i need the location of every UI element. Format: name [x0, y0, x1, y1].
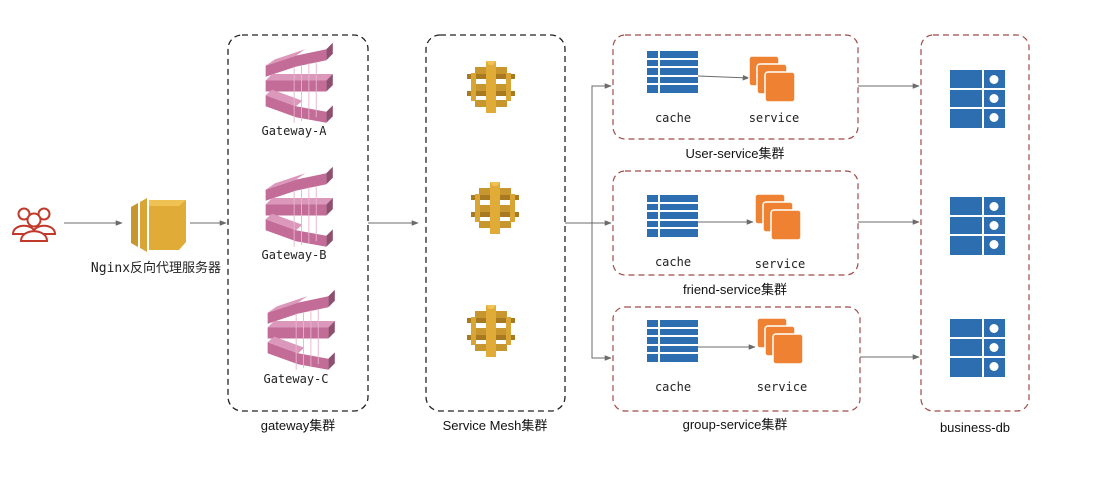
gateway-a-icon [265, 42, 334, 124]
service-mesh-icon-1 [467, 61, 515, 113]
cache-icon-1 [646, 50, 699, 94]
service-label-2: service [755, 257, 806, 271]
gateway-cluster-label: gateway集群 [261, 418, 335, 433]
service-icon-2 [754, 193, 802, 241]
group-service-cluster-box [612, 306, 861, 412]
user-service-cluster-box [612, 34, 859, 140]
cache-label-2: cache [655, 255, 691, 269]
cache-label-3: cache [655, 380, 691, 394]
gateway-c-icon [267, 289, 336, 371]
friend-service-cluster-box [612, 170, 859, 276]
service-icon-1 [748, 55, 796, 103]
cache-label-1: cache [655, 111, 691, 125]
cache-to-service-arrow-1 [697, 74, 750, 81]
service-label-3: service [757, 380, 808, 394]
database-icon-3 [949, 318, 1006, 378]
service-label-1: service [749, 111, 800, 125]
mesh-to-group-service-arrow [591, 223, 612, 361]
connectors [64, 74, 920, 361]
users-icon [12, 207, 56, 242]
user-service-cluster-label: User-service集群 [686, 146, 785, 161]
mesh-to-user-service-arrow [565, 83, 612, 224]
service-icon-3 [756, 317, 804, 365]
gateway-cluster-box [227, 34, 369, 412]
business-db-box [920, 34, 1030, 412]
group-service-cluster-label: group-service集群 [683, 417, 788, 432]
gateway-b-label: Gateway-B [261, 248, 326, 262]
friend-service-cluster-label: friend-service集群 [683, 282, 787, 297]
gateway-b-icon [265, 166, 334, 248]
service-mesh-icon-3 [467, 305, 515, 357]
gateway-c-label: Gateway-C [263, 372, 328, 386]
load-balancer-icon [131, 198, 186, 252]
gateway-a-label: Gateway-A [261, 124, 327, 138]
nginx-label: Nginx反向代理服务器 [91, 260, 221, 276]
database-icon-2 [949, 196, 1006, 256]
cache-icon-2 [646, 194, 699, 238]
business-db-label: business-db [940, 420, 1010, 435]
database-icon-1 [949, 69, 1006, 129]
service-mesh-cluster-label: Service Mesh集群 [443, 418, 548, 433]
cache-icon-3 [646, 319, 699, 363]
service-mesh-icon-2 [471, 182, 519, 234]
service-mesh-cluster-box [425, 34, 566, 412]
